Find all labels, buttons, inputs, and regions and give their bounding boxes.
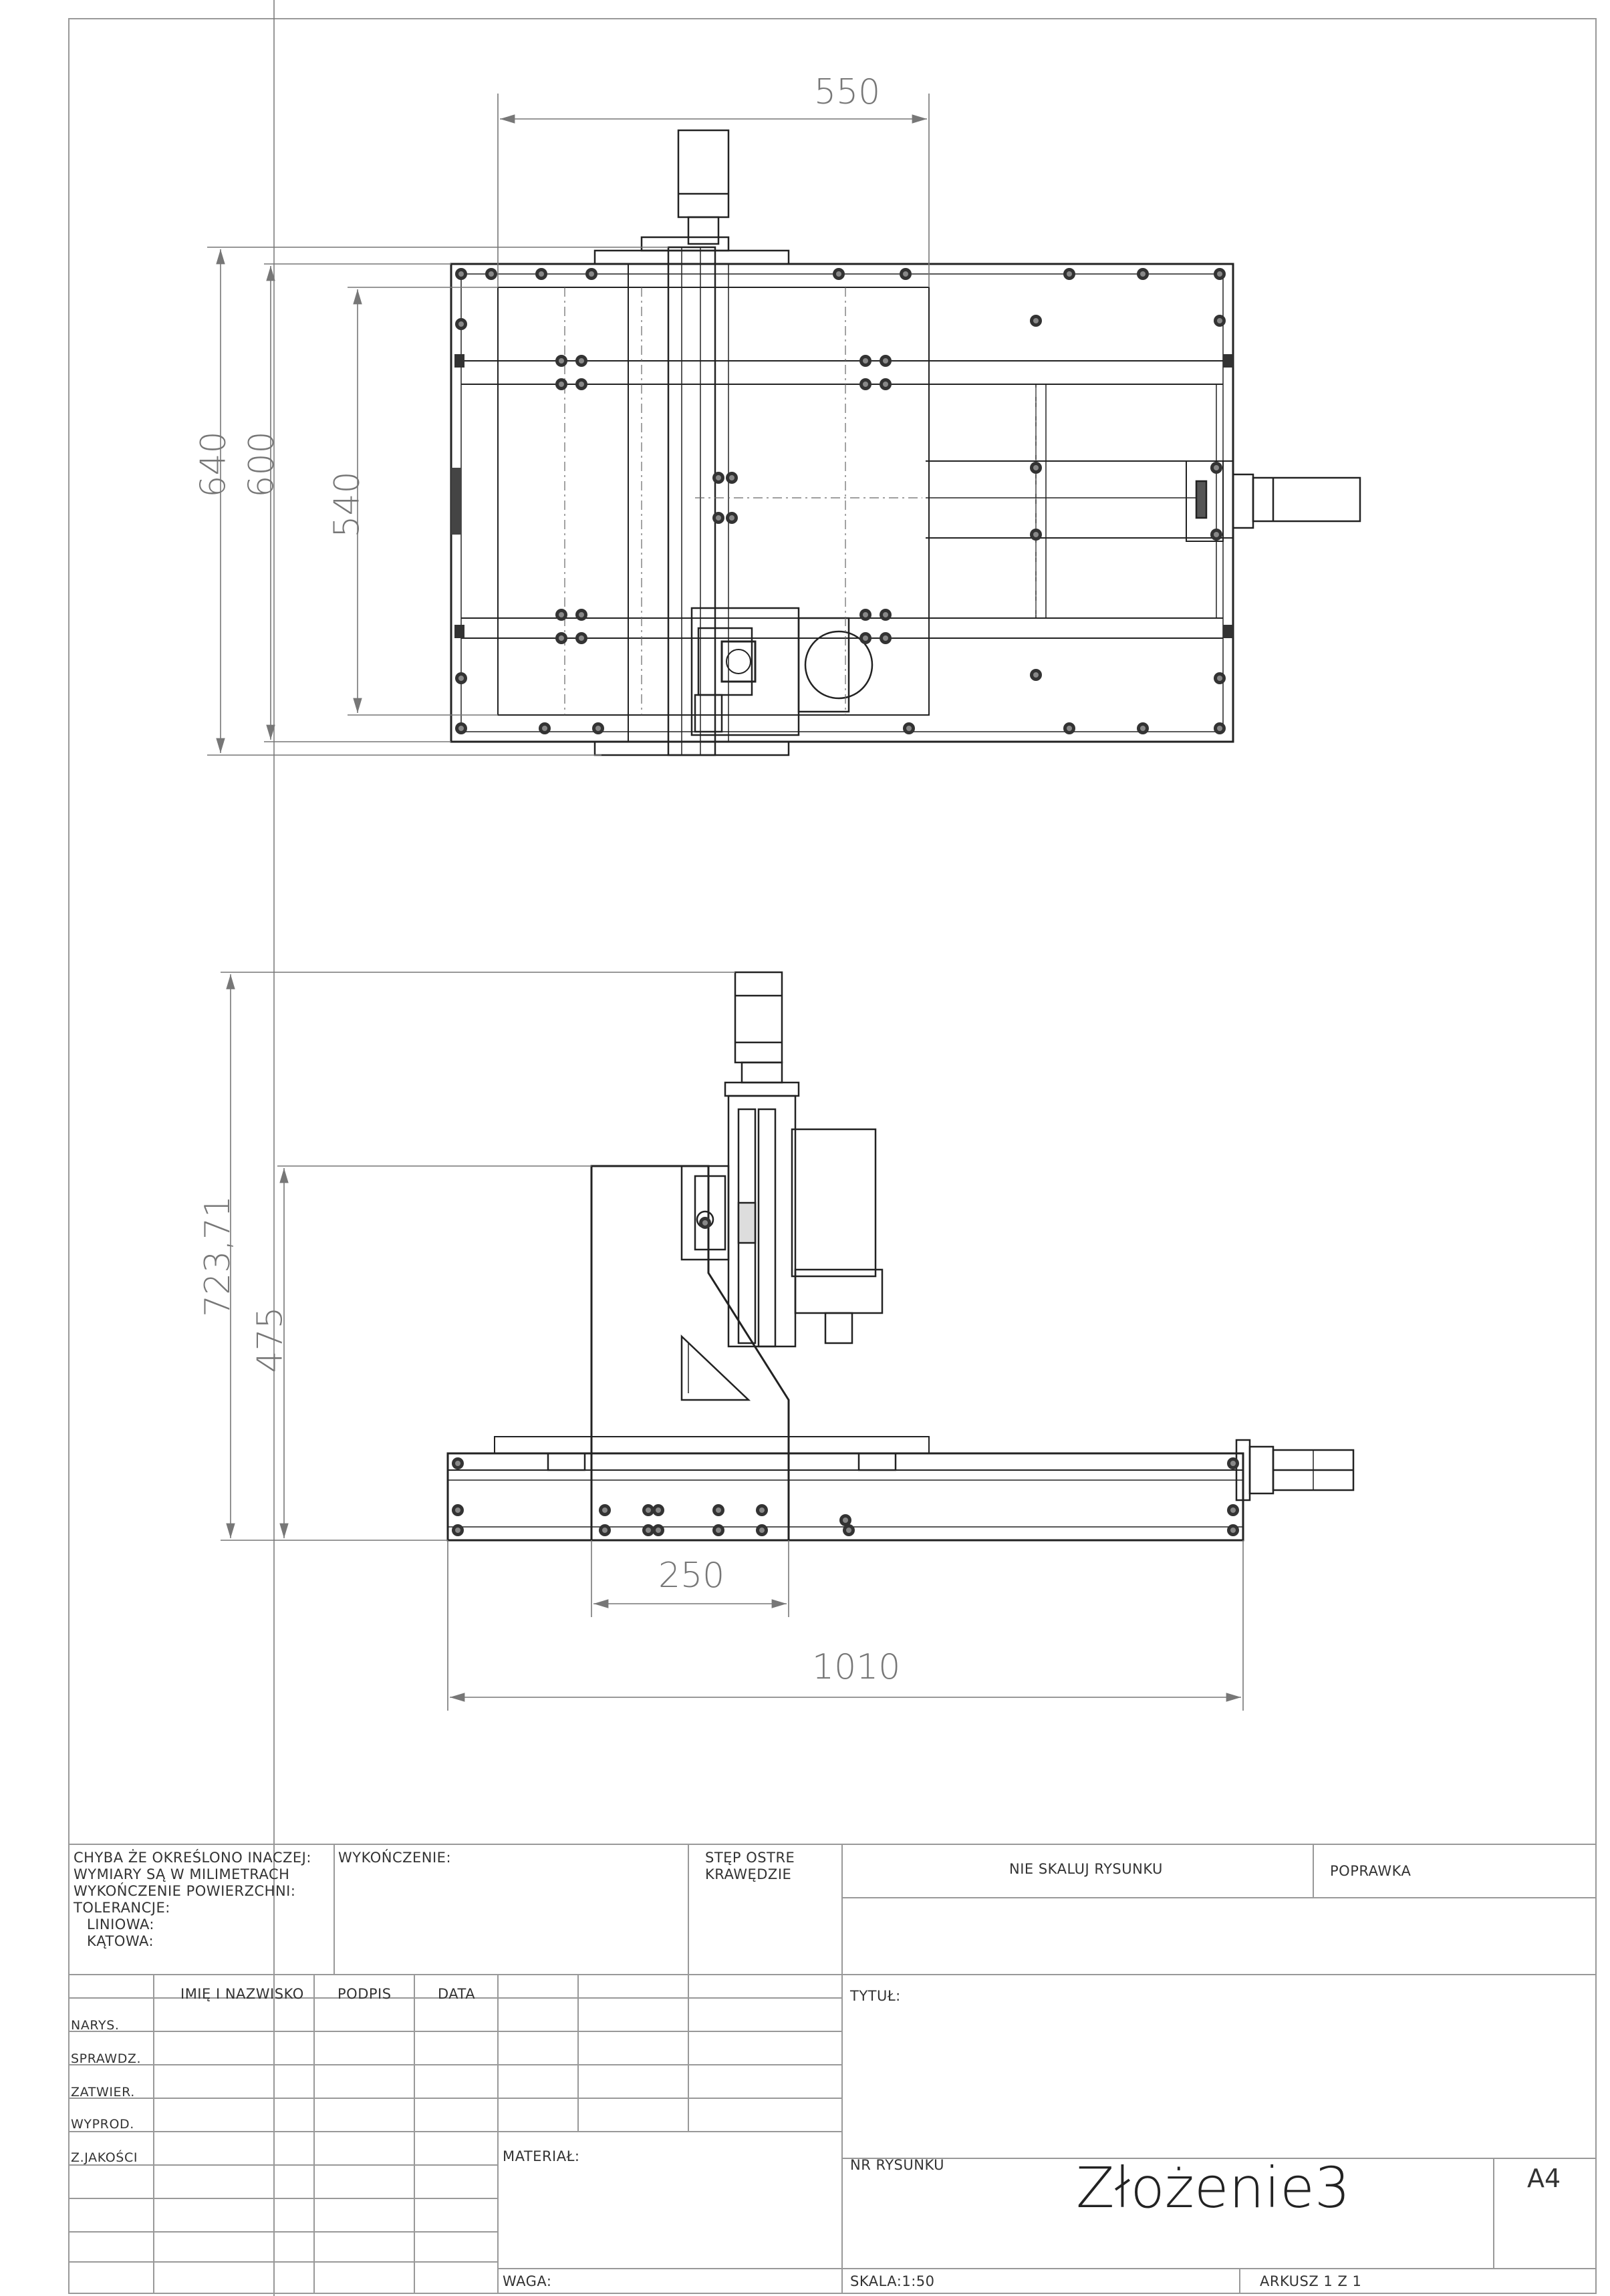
row-z-jakosci: Z.JAKOŚCI bbox=[71, 2150, 138, 2165]
dimension-600: 600 bbox=[241, 431, 282, 498]
general-note-4: TOLERANCJE: bbox=[74, 1900, 170, 1916]
dimension-550: 550 bbox=[814, 72, 881, 112]
dimension-250: 250 bbox=[658, 1556, 725, 1596]
no-scale-label: NIE SKALUJ RYSUNKU bbox=[1009, 1861, 1163, 1877]
row-sprawdz: SPRAWDZ. bbox=[71, 2051, 142, 2066]
finish-label: WYKOŃCZENIE: bbox=[338, 1850, 452, 1866]
title-label: TYTUŁ: bbox=[850, 1988, 901, 2004]
edges-label-1: STĘP OSTRE bbox=[705, 1850, 795, 1866]
sheet-number: ARKUSZ 1 Z 1 bbox=[1260, 2273, 1362, 2289]
top-view-bolts bbox=[455, 268, 1226, 734]
dimension-475: 475 bbox=[250, 1306, 291, 1373]
row-narys: NARYS. bbox=[71, 2018, 120, 2033]
weight-label: WAGA: bbox=[503, 2273, 552, 2289]
general-note-2: WYMIARY SĄ W MILIMETRACH bbox=[74, 1866, 290, 1882]
dimension-1010: 1010 bbox=[812, 1647, 901, 1687]
sheet-border bbox=[68, 0, 1597, 2296]
revision-label: POPRAWKA bbox=[1330, 1863, 1412, 1879]
col-date: DATA bbox=[438, 1986, 476, 2002]
top-view-dimensions bbox=[207, 94, 930, 756]
general-note-5: LINIOWA: bbox=[87, 1916, 155, 1932]
general-note-6: KĄTOWA: bbox=[87, 1933, 154, 1949]
drawing-title: Złożenie3 bbox=[1076, 2155, 1351, 2220]
general-note-1: CHYBA ŻE OKREŚLONO INACZEJ: bbox=[74, 1850, 311, 1866]
col-name: IMIĘ I NAZWISKO bbox=[180, 1986, 304, 2002]
drawing-no-label: NR RYSUNKU bbox=[850, 2157, 945, 2173]
edges-label-2: KRAWĘDZIE bbox=[705, 1866, 792, 1882]
col-sign: PODPIS bbox=[338, 1986, 392, 2002]
material-label: MATERIAŁ: bbox=[503, 2148, 580, 2164]
sheet-size: A4 bbox=[1527, 2164, 1561, 2193]
row-zatwier: ZATWIER. bbox=[71, 2085, 135, 2100]
dimension-640: 640 bbox=[193, 431, 234, 498]
dimension-723-71: 723,71 bbox=[197, 1195, 238, 1317]
dimension-540: 540 bbox=[327, 471, 368, 538]
row-wyprod: WYPROD. bbox=[71, 2117, 134, 2132]
side-view-bolts bbox=[452, 1217, 1239, 1536]
general-note-3: WYKOŃCZENIE POWIERZCHNI: bbox=[74, 1883, 296, 1899]
side-view-dimensions bbox=[221, 972, 1244, 1711]
title-block-grid bbox=[68, 1844, 1597, 2294]
side-view bbox=[446, 971, 1355, 1542]
top-view bbox=[450, 129, 1361, 756]
scale-value: SKALA:1:50 bbox=[850, 2273, 935, 2289]
